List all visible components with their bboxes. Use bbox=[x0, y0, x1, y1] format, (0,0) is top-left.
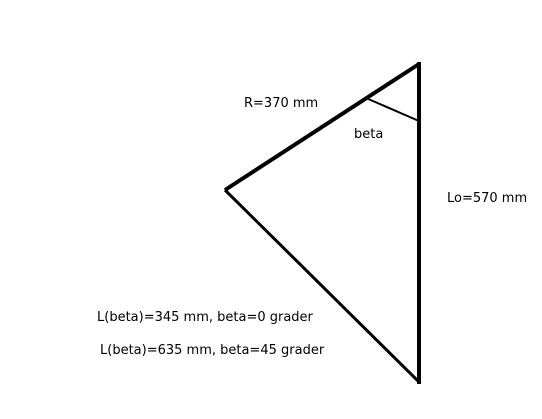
angle-beta-marker bbox=[365, 97, 420, 122]
upper-arm-r bbox=[223, 62, 421, 192]
case-beta-45-label: L(beta)=635 mm, beta=45 grader bbox=[100, 343, 325, 358]
base-length-label: Lo=570 mm bbox=[447, 191, 528, 206]
angle-beta-label: beta bbox=[354, 127, 384, 142]
radius-label: R=370 mm bbox=[244, 96, 319, 111]
lower-side-l-beta bbox=[223, 188, 421, 384]
case-beta-0-label: L(beta)=345 mm, beta=0 grader bbox=[97, 310, 313, 325]
